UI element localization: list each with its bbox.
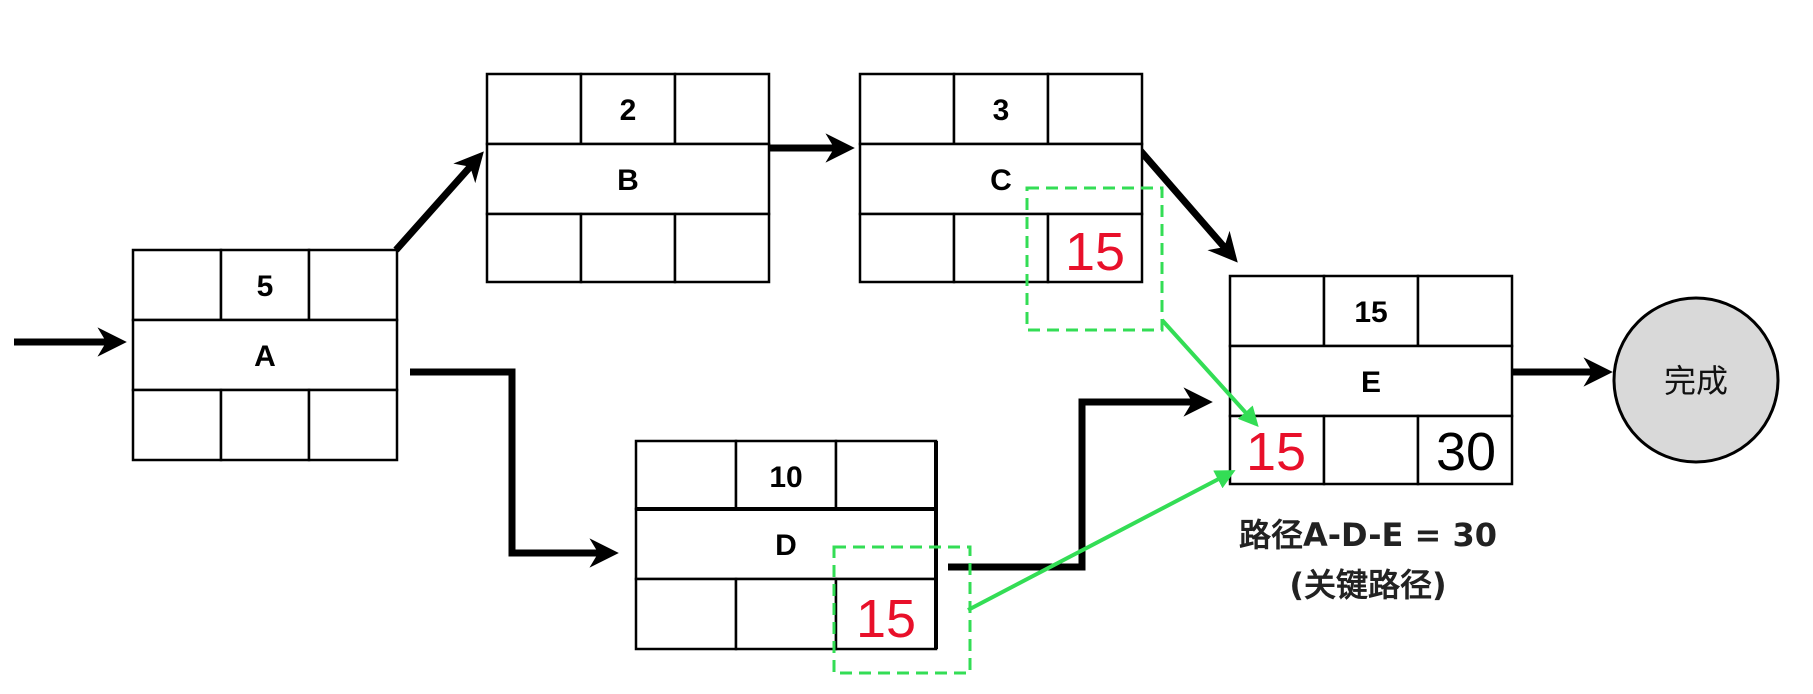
node-E-name: E — [1361, 366, 1381, 399]
connector-C-to-E — [1160, 318, 1259, 427]
node-D-late-finish: 15 — [856, 589, 916, 649]
node-B-duration: 2 — [620, 94, 637, 127]
arrow-A-to-D — [410, 368, 619, 568]
arrow-C-to-E — [1135, 145, 1238, 263]
arrow-D-to-E — [948, 387, 1213, 571]
node-E: 15 E 15 30 — [1228, 274, 1514, 486]
node-E-duration: 15 — [1354, 296, 1387, 329]
node-E-early-start: 15 — [1246, 422, 1306, 482]
node-B-name: B — [617, 164, 639, 197]
node-A: 5 A — [131, 248, 399, 462]
connector-D-to-E — [967, 470, 1236, 612]
end-node-label: 完成 — [1664, 362, 1728, 400]
dependency-arrows — [14, 133, 1613, 571]
node-C-duration: 3 — [993, 94, 1010, 127]
end-node: 完成 — [1612, 296, 1780, 464]
node-C: 3 C 15 — [858, 72, 1144, 284]
node-A-duration: 5 — [257, 270, 274, 303]
node-A-name: A — [254, 340, 276, 373]
node-C-name: C — [990, 164, 1012, 197]
arrow-A-to-B — [393, 151, 484, 253]
critical-path-label: (关键路径) — [1289, 566, 1446, 604]
node-C-late-finish: 15 — [1065, 222, 1125, 282]
highlight-box-C — [1025, 186, 1164, 332]
node-E-early-finish: 30 — [1436, 422, 1496, 482]
node-B: 2 B — [485, 72, 771, 284]
critical-path-total: 路径A-D-E = 30 — [1239, 516, 1497, 554]
node-D-name: D — [775, 529, 797, 562]
node-D-duration: 10 — [769, 461, 802, 494]
node-D: 10 D 15 — [634, 439, 938, 651]
